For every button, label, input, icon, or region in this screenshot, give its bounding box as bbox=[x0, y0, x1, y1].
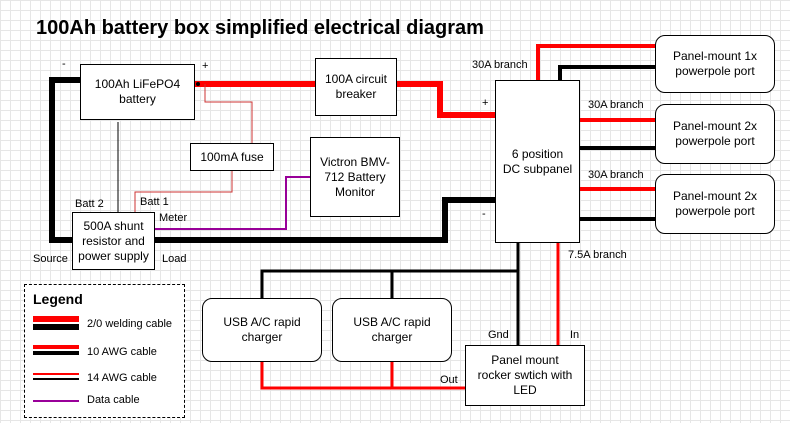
wire-port1-positive bbox=[536, 44, 655, 80]
usb-charger-1-label: USB A/C rapid charger bbox=[223, 315, 301, 344]
monitor-box: Victron BMV-712 Battery Monitor bbox=[310, 137, 400, 217]
port1-box: Panel-mount 1x powerpole port bbox=[655, 35, 775, 93]
legend-item-data: Data cable bbox=[87, 394, 140, 406]
branch-30a-2-label: 30A branch bbox=[588, 99, 644, 111]
rocker-switch-box: Panel mount rocker swtich with LED bbox=[465, 345, 585, 406]
wire-fuse-bottom bbox=[134, 171, 233, 212]
legend-item-10awg: 10 AWG cable bbox=[87, 346, 157, 358]
branch-30a-1-label: 30A branch bbox=[472, 59, 528, 71]
subpanel-minus-label: - bbox=[482, 208, 486, 220]
battery-terminal-dot bbox=[196, 82, 200, 86]
in-label: In bbox=[570, 329, 580, 341]
meter-label: Meter bbox=[159, 212, 188, 224]
monitor-label: Victron BMV-712 Battery Monitor bbox=[320, 154, 390, 199]
rocker-switch-label: Panel mount rocker swtich with LED bbox=[477, 353, 573, 397]
port2-box: Panel-mount 2x powerpole port bbox=[655, 104, 775, 164]
gnd-label: Gnd bbox=[488, 329, 509, 341]
usb-charger-2-label: USB A/C rapid charger bbox=[353, 315, 431, 344]
out-label: Out bbox=[440, 374, 458, 386]
breaker-label: 100A circuit breaker bbox=[324, 72, 388, 101]
legend-swatch-data bbox=[33, 400, 79, 402]
shunt-box: 500A shunt resistor and power supply bbox=[72, 212, 155, 270]
wire-port1-negative bbox=[558, 65, 655, 80]
diagram-title: 100Ah battery box simplified electrical … bbox=[36, 17, 484, 39]
battery-label: 100Ah LiFePO4 battery bbox=[94, 77, 181, 106]
data-cable bbox=[155, 176, 310, 230]
load-label: Load bbox=[162, 253, 187, 265]
legend-swatch-welding bbox=[33, 316, 79, 330]
battery-box: 100Ah LiFePO4 battery bbox=[80, 64, 195, 120]
legend-swatch-14awg bbox=[33, 373, 79, 380]
battery-plus-label: + bbox=[202, 60, 209, 72]
port3-box: Panel-mount 2x powerpole port bbox=[655, 174, 775, 234]
cable-shunt-to-subpanel bbox=[155, 197, 495, 243]
usb-charger-2-box: USB A/C rapid charger bbox=[332, 298, 452, 362]
subpanel-box: 6 position DC subpanel bbox=[495, 80, 580, 243]
legend-item-welding: 2/0 welding cable bbox=[87, 318, 173, 330]
wire-fuse-top bbox=[204, 84, 253, 143]
breaker-box: 100A circuit breaker bbox=[315, 58, 397, 116]
shunt-label: 500A shunt resistor and power supply bbox=[78, 218, 149, 263]
branch-7-5a-label: 7.5A branch bbox=[568, 249, 627, 261]
legend-item-14awg: 14 AWG cable bbox=[87, 372, 157, 384]
fuse-box: 100mA fuse bbox=[190, 143, 274, 171]
legend-swatch-10awg bbox=[33, 345, 79, 355]
port3-label: Panel-mount 2x powerpole port bbox=[672, 189, 758, 218]
cable-battery-negative bbox=[49, 77, 80, 243]
cable-breaker-to-subpanel bbox=[397, 81, 495, 118]
subpanel-plus-label: + bbox=[482, 97, 489, 109]
usb-charger-1-box: USB A/C rapid charger bbox=[202, 298, 322, 362]
batt1-label: Batt 1 bbox=[140, 196, 169, 208]
batt2-label: Batt 2 bbox=[75, 198, 104, 210]
port2-label: Panel-mount 2x powerpole port bbox=[672, 119, 758, 148]
wire-switch-out bbox=[260, 362, 465, 390]
wire-ground-bus bbox=[260, 243, 520, 298]
branch-30a-3-label: 30A branch bbox=[588, 169, 644, 181]
source-label: Source bbox=[33, 253, 68, 265]
battery-minus-label: - bbox=[62, 58, 66, 70]
legend-title: Legend bbox=[33, 291, 83, 307]
port1-label: Panel-mount 1x powerpole port bbox=[672, 49, 758, 78]
fuse-label: 100mA fuse bbox=[200, 149, 264, 164]
subpanel-label: 6 position DC subpanel bbox=[502, 146, 573, 176]
legend: Legend 2/0 welding cable 10 AWG cable 14… bbox=[24, 284, 185, 418]
